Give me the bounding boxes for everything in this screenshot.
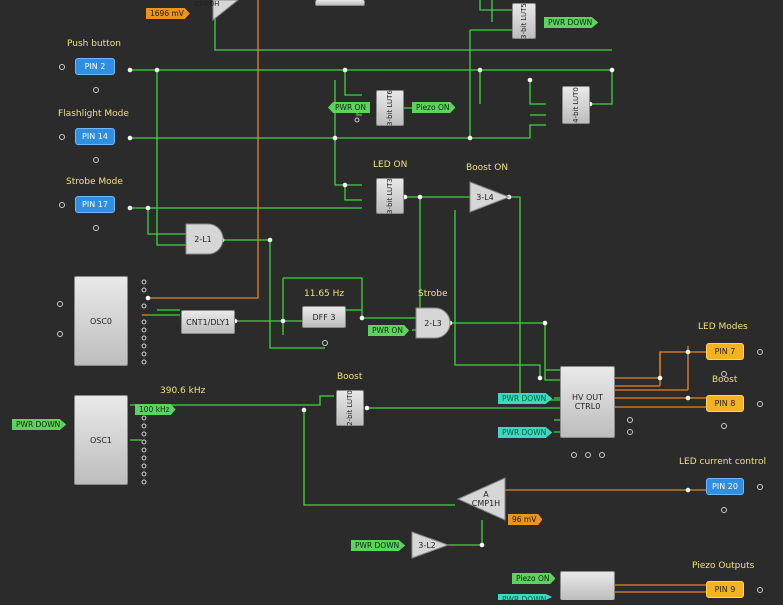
l3-and-shape [415, 307, 451, 339]
label-strobe: Strobe [418, 289, 448, 299]
l1-block[interactable]: 2-L1 [194, 234, 212, 244]
junction-dots [127, 67, 691, 548]
tag-96mv: 96 mV [508, 514, 543, 525]
tag-piezo-on-1: Piezo ON [412, 102, 456, 113]
l3-block[interactable]: 2-L3 [424, 318, 442, 328]
tag-pwr-on-1: PWR ON [328, 102, 371, 113]
orange-wires [142, 0, 706, 593]
cmp1h-shape [456, 477, 506, 521]
l4-block[interactable]: 3-L4 [476, 192, 494, 202]
lut6-label: 3-bit LUT6 [386, 90, 394, 126]
tag-piezo-on-2: Piezo ON [512, 573, 556, 584]
cmp1h-label: CMP1H [471, 499, 501, 508]
lut0-label: 4-bit LUT0 [572, 87, 580, 123]
lut3-label: 3-bit LUT3 [386, 178, 394, 214]
lut5-label: 3-bit LUT5 [520, 3, 528, 39]
hv-out-label: HV OUT [571, 393, 604, 402]
pin-7[interactable]: PIN 7 [706, 343, 744, 360]
l4-buffer-shape [469, 181, 511, 213]
pin-2[interactable]: PIN 2 [75, 58, 115, 75]
green-wires [130, 0, 613, 546]
label-piezo-outputs: Piezo Outputs [692, 561, 755, 571]
top-partial-block[interactable] [315, 0, 365, 6]
l1-and-shape [185, 223, 224, 255]
lut0-block[interactable]: 4-bit LUT0 [562, 86, 590, 124]
tag-pwr-down-hv1: PWR DOWN [498, 393, 553, 404]
l2-buffer-shape [411, 531, 450, 559]
tag-pwr-down-bottom: PWR DOWN [498, 594, 553, 600]
hv-ctrl-label: CTRL0 [574, 402, 601, 411]
cmp0h-label: CMP0H [194, 0, 220, 8]
pin-9[interactable]: PIN 9 [706, 581, 744, 598]
label-boost-out: Boost [712, 375, 738, 385]
label-strobe-mode: Strobe Mode [66, 177, 123, 187]
label-boost-on: Boost ON [466, 163, 509, 173]
pin-14[interactable]: PIN 14 [75, 128, 115, 145]
hv-out-ctrl0-block[interactable]: HV OUT CTRL0 [560, 366, 615, 438]
lut6-block[interactable]: 3-bit LUT6 [376, 90, 404, 126]
lut5-block[interactable]: 3-bit LUT5 [512, 3, 536, 39]
tag-100khz: 100 kHz [135, 404, 176, 415]
label-led-modes: LED Modes [698, 322, 748, 332]
cmp1h-block[interactable]: A CMP1H [470, 486, 502, 512]
tag-pwr-down-l2: PWR DOWN [351, 540, 406, 551]
hv-out-bottom-block[interactable] [560, 571, 615, 600]
osc1-block[interactable]: OSC1 [74, 395, 128, 485]
cmp1h-a-label: A [483, 490, 489, 499]
tag-pwr-down-1: PWR DOWN [544, 17, 599, 28]
osc0-block[interactable]: OSC0 [74, 276, 128, 366]
lut0b-label: 2-bit LUT0 [346, 390, 354, 426]
label-led-on: LED ON [373, 160, 408, 170]
dff3-block[interactable]: DFF 3 [302, 306, 346, 328]
label-boost: Boost [337, 372, 363, 382]
label-push-button: Push button [67, 39, 121, 49]
pin-8[interactable]: PIN 8 [706, 395, 744, 412]
tag-1696mv: 1696 mV [146, 8, 190, 19]
lut0b-block[interactable]: 2-bit LUT0 [336, 390, 364, 426]
cmp0h-shape [212, 0, 239, 22]
tag-pwr-on-2: PWR ON [368, 325, 410, 336]
tag-pwr-down-hv2: PWR DOWN [498, 427, 553, 438]
label-390khz: 390.6 kHz [160, 386, 206, 396]
cnt1-dly1-block[interactable]: CNT1/DLY1 [181, 310, 235, 334]
pin-20[interactable]: PIN 20 [706, 478, 744, 495]
label-11-65hz: 11.65 Hz [304, 289, 345, 299]
tag-pwr-down-osc1: PWR DOWN [12, 419, 67, 430]
l2-block[interactable]: 3-L2 [418, 540, 436, 550]
label-flashlight-mode: Flashlight Mode [58, 109, 129, 119]
open-pin-circles [57, 64, 763, 593]
lut3-block[interactable]: 3-bit LUT3 [376, 178, 404, 214]
pin-17[interactable]: PIN 17 [75, 196, 115, 213]
label-led-current: LED current control [679, 457, 767, 467]
